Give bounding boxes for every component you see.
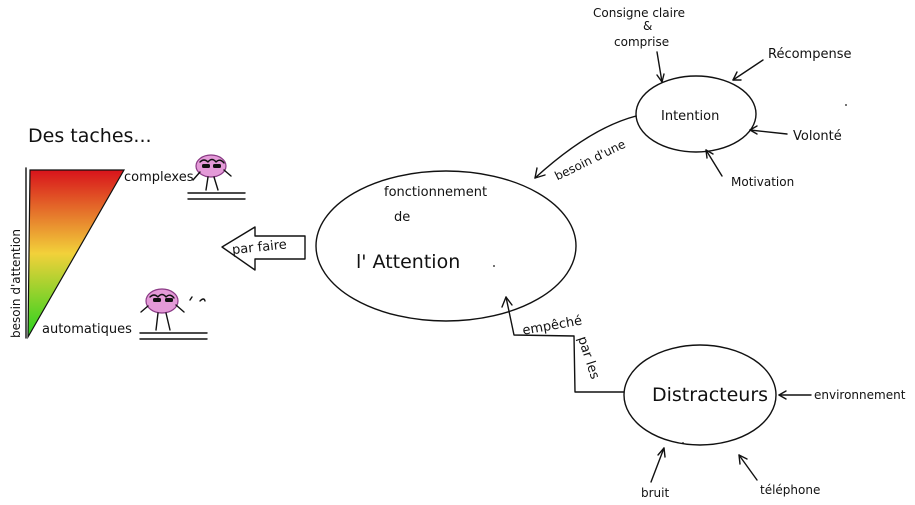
center-line-fonctionnement: fonctionnement (384, 185, 487, 200)
input-environnement: environnement (814, 388, 906, 402)
input-motivation: Motivation (731, 175, 794, 189)
input-bruit: bruit (641, 486, 669, 500)
tasks-title: Des taches... (28, 125, 152, 147)
motivation-arrowhead (705, 149, 714, 159)
attention-need-triangle (27, 169, 126, 340)
intention-edge-arrowhead (534, 167, 546, 179)
center-line-de: de (394, 210, 410, 225)
volonte-edge (749, 129, 788, 135)
bruit-arrowhead (657, 447, 666, 458)
recompense-edge (732, 59, 764, 81)
brain-character-complex-icon (187, 154, 246, 200)
center-line-attention: l' Attention (356, 251, 460, 273)
stray-dot (493, 265, 495, 267)
axis-label-attention-need: besoin d'attention (9, 229, 23, 338)
consigne-arrowhead (656, 73, 665, 83)
consigne-edge (656, 51, 663, 83)
label-automatic-tasks: automatiques (42, 322, 132, 337)
edge-label-besoin-dune: besoin d'une (552, 137, 627, 183)
distracteurs-ellipse (623, 344, 777, 446)
bruit-edge (650, 447, 665, 483)
volonte-arrowhead (749, 125, 758, 135)
input-comprise: comprise (614, 35, 669, 49)
telephone-arrowhead (738, 454, 748, 465)
edge-label-par-les: par les (574, 335, 602, 382)
motivation-edge (705, 149, 723, 177)
distracteurs-edge-arrowhead (501, 296, 513, 308)
input-telephone: téléphone (760, 483, 820, 497)
environnement-arrowhead (778, 390, 787, 400)
edge-label-empeche: empêché (521, 313, 583, 338)
recompense-arrowhead (732, 71, 742, 81)
stray-dot (845, 104, 847, 106)
attention-ellipse (315, 170, 577, 322)
intention-ellipse (635, 75, 757, 153)
telephone-edge (738, 454, 758, 481)
input-consigne-claire: Consigne claire (593, 6, 685, 20)
intention-label: Intention (661, 109, 719, 124)
input-volonte: Volonté (793, 129, 842, 144)
brain-character-automatic-icon (139, 288, 208, 340)
input-recompense: Récompense (768, 47, 851, 62)
distracteurs-to-attention-edge (505, 296, 625, 393)
label-complex-tasks: complexes (124, 170, 194, 185)
input-ampersand: & (643, 19, 652, 33)
distracteurs-label: Distracteurs (652, 384, 768, 406)
stray-dot (682, 442, 684, 444)
par-faire-arrow (221, 226, 306, 271)
arrow-label-par-faire: par faire (231, 237, 287, 258)
intention-to-attention-edge (534, 115, 637, 179)
